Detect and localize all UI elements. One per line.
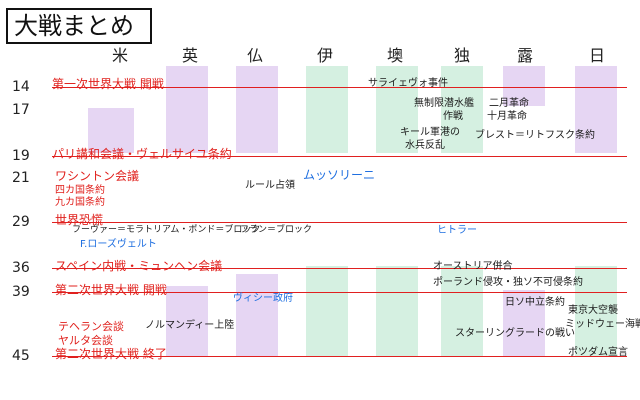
band-japan-wwii (575, 266, 617, 356)
event-wwi-start: 第一次世界大戦 開戦 (52, 77, 164, 91)
band-france-wwii (236, 274, 278, 356)
band-germany-wwii (441, 266, 483, 356)
event-four-power: 四カ国条約 (55, 185, 105, 196)
country-header-uk: 英 (181, 46, 199, 65)
year-label-17: 17 (12, 102, 30, 118)
year-label-14: 14 (12, 79, 30, 95)
event-nine-power: 九カ国条約 (55, 197, 105, 208)
event-sailors: 水兵反乱 (405, 140, 445, 151)
band-italy-wwi (306, 66, 348, 153)
event-mussolini: ムッソリーニ (303, 168, 376, 182)
year-label-36: 36 (12, 260, 30, 276)
timeline-line-39 (52, 292, 627, 293)
event-poland: ポーランド侵攻・独ソ不可侵条約 (433, 277, 583, 288)
event-franc-bloc: フラン＝ブロック (240, 225, 313, 235)
diagram-title: 大戦まとめ (6, 8, 152, 44)
country-header-germany: 独 (453, 46, 471, 65)
event-tehran: テヘラン会談 (58, 320, 124, 333)
year-label-45: 45 (12, 348, 30, 364)
event-paris-conference: パリ講和会議・ヴェルサイユ条約 (52, 147, 232, 161)
band-austria-wwii (376, 266, 418, 356)
timeline-line-45 (52, 356, 627, 357)
band-uk-wwii (166, 286, 208, 356)
event-feb-rev: 二月革命 (489, 98, 529, 109)
band-us-wwi (88, 108, 134, 153)
band-russia-wwii (503, 290, 545, 356)
event-wwii-start: 第二次世界大戦 開戦 (55, 283, 167, 297)
event-normandy: ノルマンディー上陸 (145, 320, 235, 331)
event-depression: 世界恐慌 (55, 213, 104, 227)
event-washington: ワシントン会議 (55, 169, 140, 183)
band-uk-wwi (166, 66, 208, 153)
country-header-france: 仏 (246, 46, 264, 65)
timeline-line-14 (52, 87, 627, 88)
event-potsdam: ポツダム宣言 (568, 347, 628, 358)
band-russia-wwi (503, 66, 545, 106)
event-japan-soviet: 日ソ中立条約 (505, 297, 565, 308)
event-oct-rev: 十月革命 (487, 111, 527, 122)
band-italy-wwii (306, 266, 348, 356)
band-japan-wwi (575, 66, 617, 153)
year-label-39: 39 (12, 284, 30, 300)
country-header-austria: 墺 (386, 46, 404, 65)
country-header-italy: 伊 (316, 46, 334, 65)
event-brest: ブレスト＝リトフスク条約 (475, 130, 595, 141)
timeline-line-29 (52, 222, 627, 223)
event-declare-war: 作戦 (443, 111, 463, 122)
event-spanish-war: スペイン内戦・ミュンヘン会議 (55, 259, 223, 273)
country-header-japan: 日 (588, 46, 606, 65)
event-midway: ミッドウェー海戦 (565, 319, 640, 330)
year-label-29: 29 (12, 214, 30, 230)
event-kiel: キール軍港の (400, 127, 460, 138)
year-label-19: 19 (12, 148, 30, 164)
event-wwii-end: 第二次世界大戦 終了 (55, 347, 167, 361)
band-austria-wwi (376, 66, 418, 153)
event-unrestricted-sub: 無制限潜水艦 (414, 98, 474, 109)
event-stalingrad: スターリングラードの戦い (455, 328, 575, 339)
event-yalta: ヤルタ会談 (58, 334, 113, 347)
timeline-line-19 (52, 156, 627, 157)
timeline-line-36 (52, 268, 627, 269)
year-label-21: 21 (12, 170, 30, 186)
event-fdr: F.ローズヴェルト (80, 239, 157, 250)
country-header-us: 米 (111, 46, 129, 65)
event-hitler: ヒトラー (437, 225, 477, 236)
event-hoover: フーヴァー＝モラトリアム・ポンド＝ブロック (72, 225, 261, 235)
event-anschluss: オーストリア併合 (433, 261, 513, 272)
event-tokyo-raid: 東京大空襲 (568, 305, 618, 316)
band-germany-wwi (441, 66, 483, 153)
event-vichy: ヴィシー政府 (233, 293, 293, 304)
band-france-wwi (236, 66, 278, 153)
event-ruhr: ルール占領 (245, 180, 295, 191)
event-sarajevo: サライェヴォ事件 (368, 78, 448, 89)
country-header-russia: 露 (516, 46, 534, 65)
